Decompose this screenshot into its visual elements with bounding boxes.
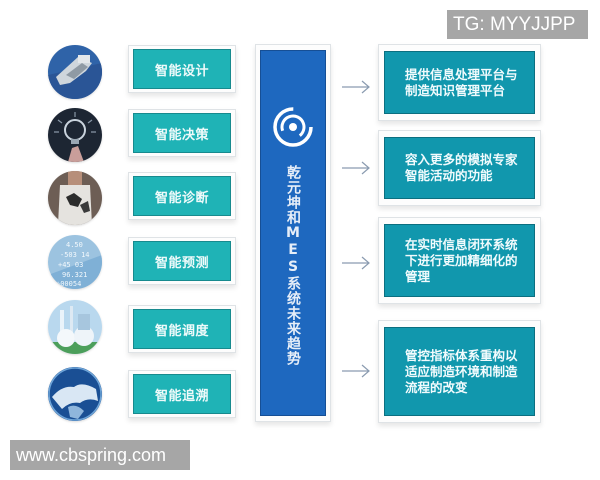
globe-network-photo-icon (48, 367, 102, 421)
left-box-label: 智能追溯 (133, 374, 231, 414)
robot-arm-photo-icon (48, 45, 102, 99)
left-box-label: 智能决策 (133, 113, 231, 153)
right-box-3: 在实时信息闭环系统下进行更加精细化的管理 (378, 217, 541, 304)
arrow-icon (340, 79, 372, 94)
center-title: 乾元坤和MES系统未来趋势 (285, 165, 301, 366)
right-box-text: 管控指标体系重构以适应制造环境和制造流程的改变 (384, 327, 535, 416)
right-box-4: 管控指标体系重构以适应制造环境和制造流程的改变 (378, 320, 541, 423)
arrow-icon (340, 363, 372, 378)
right-box-2: 容入更多的模拟专家智能活动的功能 (378, 130, 541, 206)
left-box-scheduling: 智能调度 (128, 305, 236, 353)
arrow-icon (340, 255, 372, 270)
left-box-label: 智能设计 (133, 49, 231, 89)
left-box-label: 智能预测 (133, 241, 231, 281)
stock-numbers-photo-icon: 4.50 -503 14 +45 03 96.321+00054 (48, 235, 102, 289)
left-box-design: 智能设计 (128, 45, 236, 93)
svg-text:-503 14: -503 14 (60, 251, 90, 259)
center-panel: 乾元坤和MES系统未来趋势 (255, 44, 331, 422)
svg-text:4.50: 4.50 (66, 241, 83, 249)
left-box-label: 智能调度 (133, 309, 231, 349)
right-box-text: 容入更多的模拟专家智能活动的功能 (384, 137, 535, 199)
swirl-logo-icon (273, 107, 313, 151)
lightbulb-hand-photo-icon (48, 108, 102, 162)
watermark-top-right: TG: MYYJJPP (447, 10, 588, 39)
watermark-bottom-left: www.cbspring.com (10, 440, 190, 470)
right-box-text: 提供信息处理平台与制造知识管理平台 (384, 51, 535, 114)
person-tshirt-photo-icon (48, 171, 102, 225)
svg-text:96.321: 96.321 (62, 271, 87, 279)
left-box-diagnosis: 智能诊断 (128, 172, 236, 220)
right-box-text: 在实时信息闭环系统下进行更加精细化的管理 (384, 224, 535, 297)
left-box-decision: 智能决策 (128, 109, 236, 157)
svg-text:+45 03: +45 03 (58, 261, 83, 269)
right-box-1: 提供信息处理平台与制造知识管理平台 (378, 44, 541, 121)
factory-plant-photo-icon (48, 300, 102, 354)
left-box-label: 智能诊断 (133, 176, 231, 216)
left-box-traceability: 智能追溯 (128, 370, 236, 418)
arrow-icon (340, 160, 372, 175)
left-box-prediction: 智能预测 (128, 237, 236, 285)
svg-text:+00054: +00054 (56, 280, 81, 288)
